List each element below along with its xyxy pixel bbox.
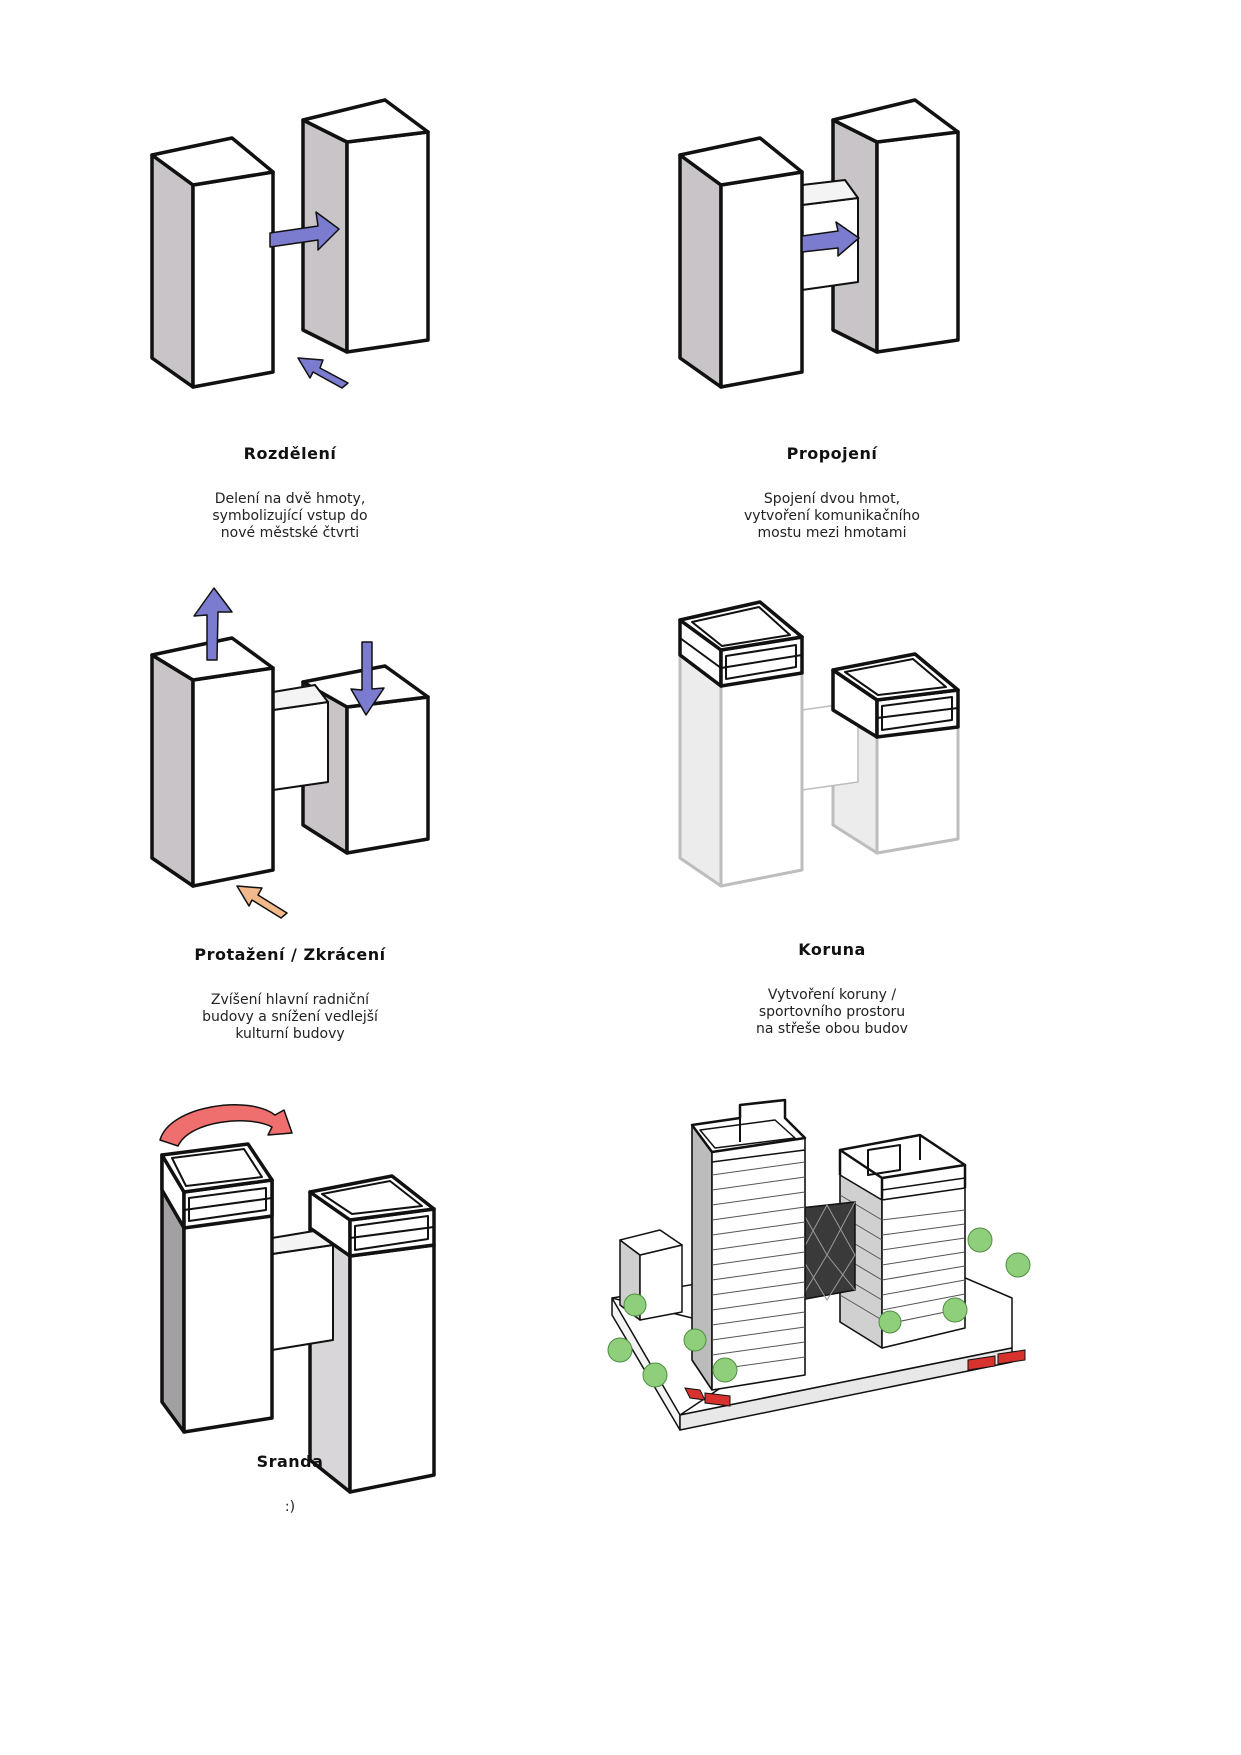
left-tower-roof [150, 136, 275, 187]
panel-description: Spojení dvou hmot, vytvoření komunikační… [744, 491, 920, 541]
panel-description: :) [284, 1499, 296, 1515]
trees [607, 1227, 1031, 1388]
final-axonometric [607, 1098, 1031, 1431]
left-tower-front-ghost [719, 671, 804, 888]
right-crown [831, 652, 960, 739]
left-tower-front [191, 666, 275, 888]
arrow-down-icon [350, 641, 385, 716]
split-diagram [150, 98, 430, 389]
connect-diagram [678, 98, 960, 389]
left-crown [678, 600, 804, 688]
panel-stretch: Protažení / Zkrácení Zvíšení hlavní radn… [0, 560, 620, 1080]
panel-title: Protažení / Zkrácení [194, 945, 386, 964]
left-tower-side [678, 153, 723, 389]
caption-stretch: Protažení / Zkrácení Zvíšení hlavní radn… [140, 945, 440, 1043]
bridge-front [272, 701, 329, 791]
buses [684, 1349, 1026, 1407]
panel-split: Rozdělení Delení na dvě hmoty, symbolizu… [0, 0, 620, 600]
caption-twist: Sranda :) [140, 1452, 440, 1516]
panel-connect: Propojení Spojení dvou hmot, vytvoření k… [620, 0, 1241, 600]
left-tower-front [719, 170, 804, 389]
bridge-front [271, 1244, 334, 1351]
stretch-diagram [150, 587, 430, 919]
arrow-entry-icon [297, 357, 349, 389]
left-tower-front [191, 170, 275, 389]
caption-connect: Propojení Spojení dvou hmot, vytvoření k… [682, 444, 982, 542]
panel-description: Delení na dvě hmoty, symbolizující vstup… [212, 491, 368, 541]
right-tower-front-ghost [875, 725, 960, 855]
panel-title: Sranda [256, 1452, 324, 1471]
left-building [690, 1098, 807, 1391]
left-tower-side [150, 153, 195, 389]
rotate-arrow-icon [159, 1104, 293, 1147]
arrow-up-icon [193, 587, 233, 661]
left-tower-side-ghost [678, 653, 723, 888]
right-tower-roof [301, 98, 430, 144]
crown-diagram [678, 600, 960, 888]
right-tower-front [875, 130, 960, 354]
right-tower-front [345, 695, 430, 855]
left-tower-roof [678, 136, 804, 187]
twist-diagram [159, 1104, 436, 1494]
left-tower-side [150, 653, 195, 888]
caption-crown: Koruna Vytvoření koruny / sportovního pr… [682, 940, 982, 1038]
arrow-entry-icon [236, 885, 288, 919]
neighbour-block-roof [619, 1229, 683, 1256]
right-tower-roof [831, 98, 960, 144]
panel-crown: Koruna Vytvoření koruny / sportovního pr… [620, 560, 1241, 1080]
right-crown [308, 1174, 436, 1258]
left-crown [160, 1142, 274, 1230]
arrow-right-icon [801, 221, 860, 257]
bridge [799, 1201, 856, 1301]
panel-title: Rozdělení [243, 444, 337, 463]
panel-description: Vytvoření koruny / sportovního prostoru … [756, 987, 908, 1037]
right-tower-front [345, 130, 430, 354]
panel-final [600, 1090, 1241, 1755]
panel-title: Propojení [786, 444, 878, 463]
arrow-right-icon [269, 211, 340, 251]
neighbour-block-front [639, 1244, 683, 1321]
caption-split: Rozdělení Delení na dvě hmoty, symbolizu… [140, 444, 440, 542]
panel-twist: Sranda :) [0, 1080, 620, 1755]
panel-description: Zvíšení hlavní radniční budovy a snížení… [202, 992, 378, 1042]
panel-title: Koruna [798, 940, 866, 959]
